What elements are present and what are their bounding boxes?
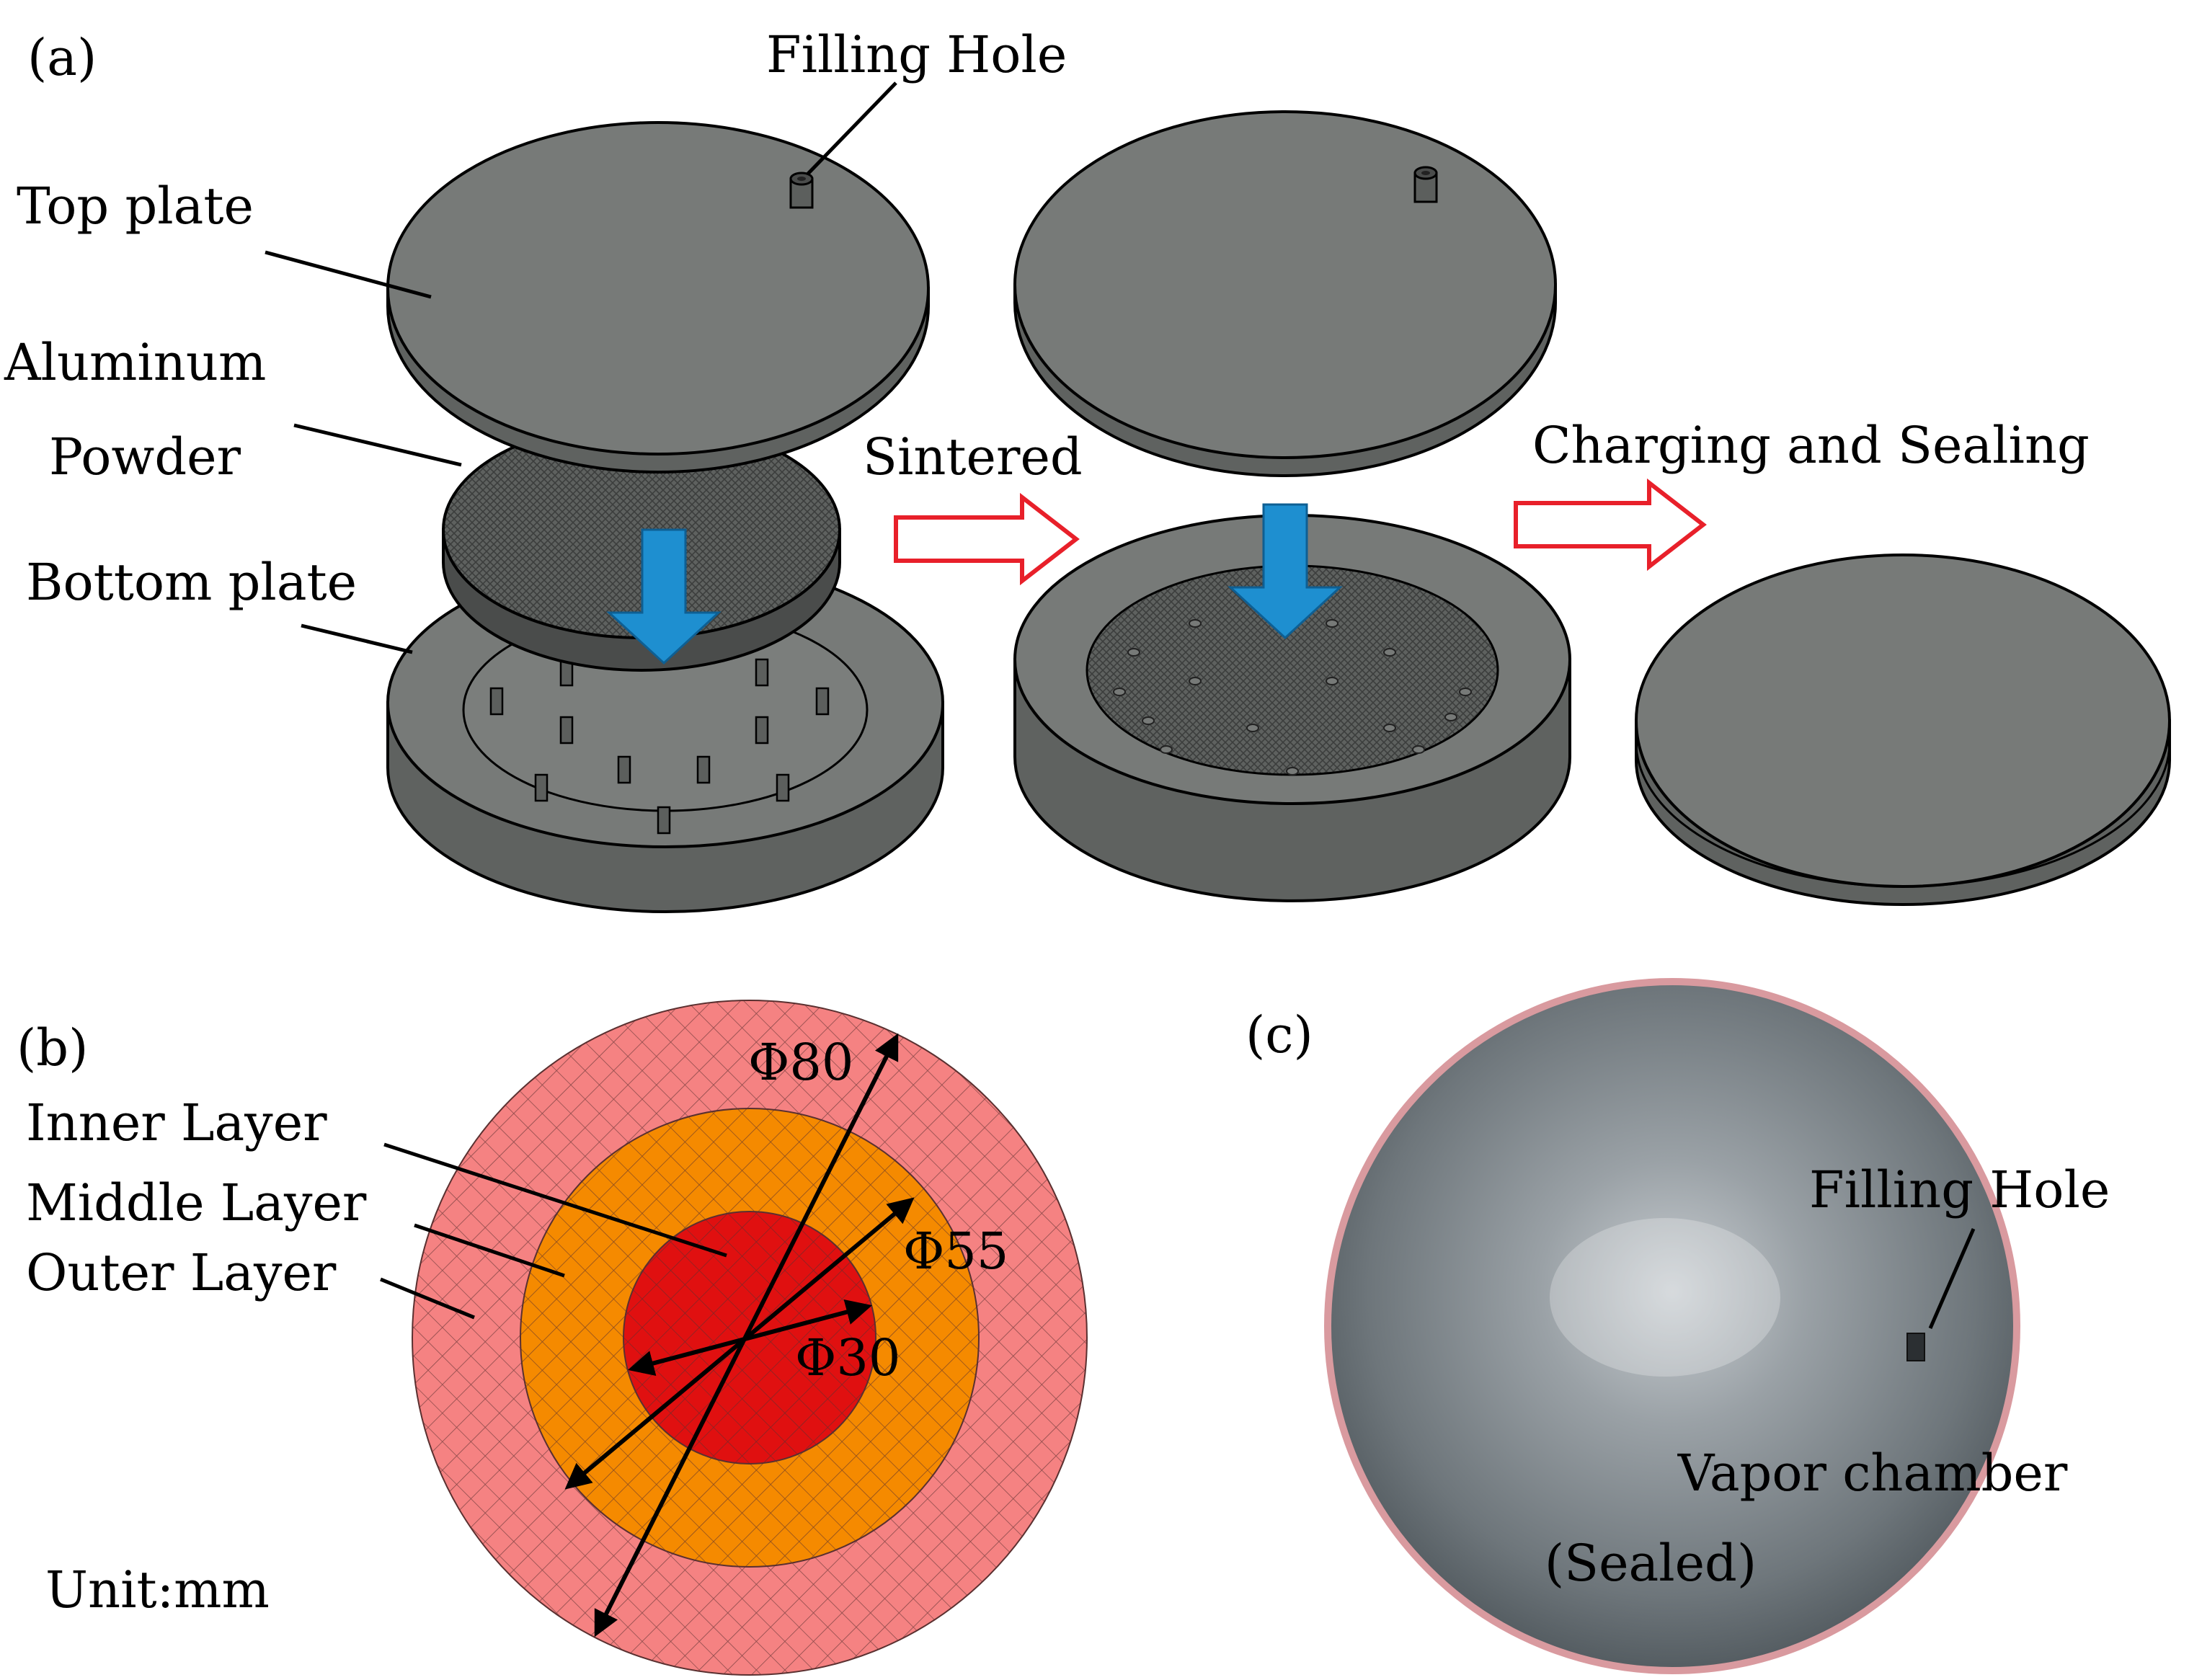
sintered-arrow bbox=[894, 492, 1080, 586]
filling-hole-leader bbox=[806, 81, 897, 176]
vapor-chamber-photo bbox=[1324, 978, 2020, 1674]
filling-hole-c-leader bbox=[1928, 1228, 1976, 1329]
sealed-label: (Sealed) bbox=[1545, 1534, 1757, 1593]
aluminum-powder-leader bbox=[293, 423, 462, 467]
top-plate-1 bbox=[386, 121, 930, 474]
bottom-plate-label: Bottom plate bbox=[26, 553, 357, 612]
sintered-label: Sintered bbox=[863, 427, 1083, 486]
down-arrow-blue-1 bbox=[606, 528, 722, 665]
inner-layer-leader bbox=[383, 1142, 727, 1258]
vapor-chamber-label: Vapor chamber bbox=[1677, 1444, 2068, 1503]
filling-hole-icon bbox=[789, 172, 814, 209]
filling-hole-c-label: Filling Hole bbox=[1809, 1160, 2110, 1219]
d30-label: Φ30 bbox=[795, 1328, 900, 1387]
unit-label: Unit:mm bbox=[45, 1560, 270, 1619]
bottom-plate-leader bbox=[301, 623, 413, 654]
charging-arrow bbox=[1514, 478, 1707, 572]
wick-holes bbox=[1113, 619, 1472, 775]
top-plate-2 bbox=[1013, 110, 1557, 477]
panel-a: (a) bbox=[4, 25, 2171, 913]
inner-layer-label: Inner Layer bbox=[26, 1093, 327, 1152]
outer-layer-label: Outer Layer bbox=[26, 1243, 337, 1302]
top-plate-leader bbox=[265, 250, 432, 299]
panel-b-tag: (b) bbox=[17, 1018, 88, 1077]
bottom-plate-assembly-2 bbox=[1013, 514, 1571, 902]
panel-c-tag: (c) bbox=[1246, 1005, 1313, 1065]
powder-label: Powder bbox=[49, 427, 241, 486]
aluminum-label: Aluminum bbox=[4, 333, 266, 392]
d80-label: Φ80 bbox=[748, 1033, 853, 1092]
sealed-vapor-chamber-3d bbox=[1635, 554, 2171, 906]
d30-arrow bbox=[628, 1299, 872, 1377]
middle-layer-leader bbox=[414, 1223, 565, 1278]
panel-c: (c) Filling Hole Vapor chamber (Sealed) bbox=[1246, 978, 2110, 1674]
top-plate-label: Top plate bbox=[17, 177, 254, 236]
outer-layer-leader bbox=[380, 1277, 475, 1320]
panel-b: (b) Φ80 Φ55 Φ30 Inner Layer Middle Layer… bbox=[17, 1000, 1088, 1676]
filling-hole-icon-2 bbox=[1413, 166, 1438, 203]
down-arrow-blue-2 bbox=[1227, 503, 1343, 640]
panel-a-tag: (a) bbox=[27, 28, 97, 87]
filling-hole-label: Filling Hole bbox=[766, 25, 1067, 84]
middle-layer-label: Middle Layer bbox=[26, 1173, 367, 1232]
d55-label: Φ55 bbox=[903, 1222, 1008, 1281]
charging-label: Charging and Sealing bbox=[1532, 416, 2090, 475]
filling-hole-photo-icon bbox=[1906, 1333, 1925, 1361]
